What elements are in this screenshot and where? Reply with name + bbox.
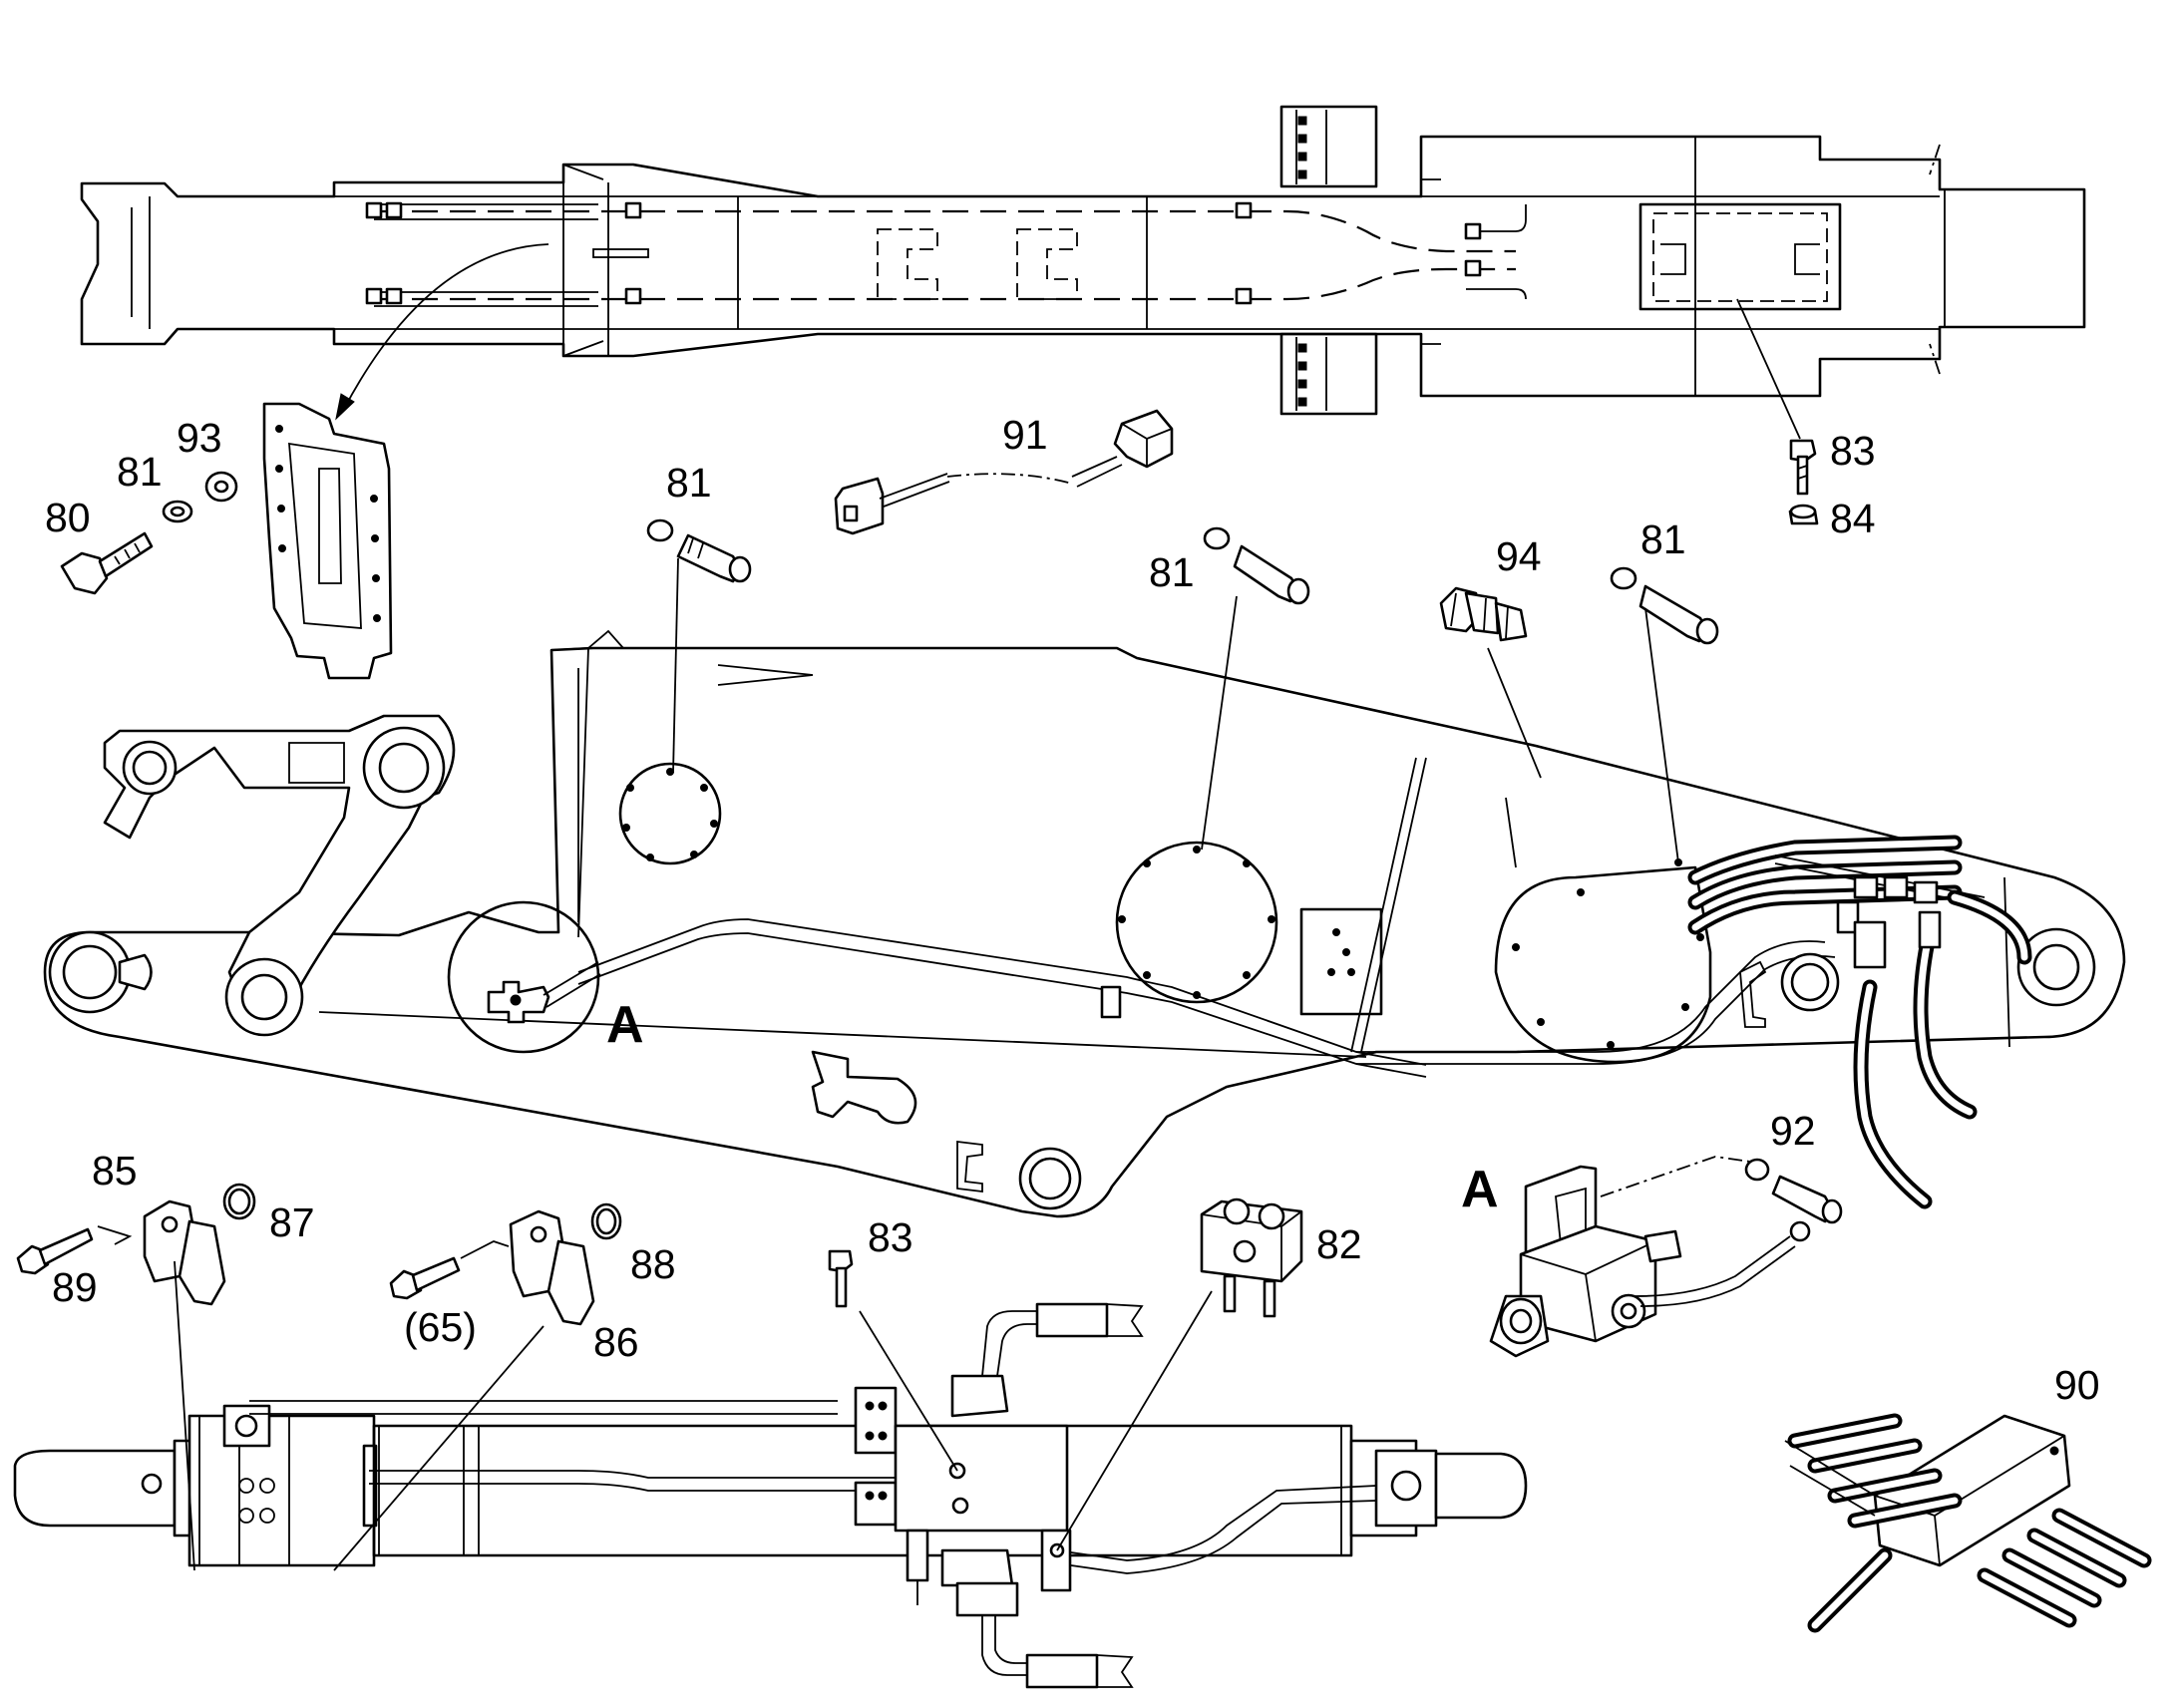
detail-marker-a-view: A [1461, 1161, 1499, 1218]
callout-labels: 80 81 93 81 91 83 84 81 94 81 92 85 87 8… [45, 412, 2100, 1408]
bolt-80 [60, 531, 154, 595]
callout-89: 89 [52, 1264, 98, 1310]
callout-81-washer: 81 [117, 449, 163, 495]
callout-85: 85 [92, 1148, 138, 1194]
bolt-83-bottom [828, 1249, 854, 1308]
callout-82: 82 [1316, 1221, 1362, 1267]
callout-91: 91 [1002, 412, 1048, 458]
callout-88: 88 [630, 1241, 676, 1287]
flange-half-85 [143, 1199, 226, 1306]
detail-marker-a-boom: A [606, 996, 644, 1054]
fitting-94 [1439, 586, 1528, 642]
washer-93 [204, 471, 238, 503]
callout-81-cover-left: 81 [666, 460, 712, 506]
sensor-harness-91 [834, 409, 1174, 535]
bolt-81-left [646, 518, 752, 583]
o-ring-88 [590, 1202, 622, 1240]
callout-86: 86 [593, 1319, 639, 1365]
clamp-82 [1200, 1197, 1303, 1318]
callout-93: 93 [177, 415, 222, 461]
bolt-83-top [1789, 439, 1817, 496]
detail-a-valve [1489, 1156, 1811, 1358]
callout-90: 90 [2054, 1362, 2100, 1408]
callout-80: 80 [45, 495, 91, 540]
bolt-89 [16, 1227, 94, 1275]
nut-84 [1788, 504, 1819, 525]
callout-65: (65) [404, 1304, 477, 1350]
callout-83-bottom: 83 [868, 1214, 913, 1260]
cylinder-assembly [13, 1302, 1528, 1689]
callout-83-top: 83 [1830, 428, 1876, 474]
callout-84: 84 [1830, 496, 1876, 541]
boom-top-view [80, 105, 2086, 440]
boom-side-view [43, 629, 2126, 1218]
bolt-65 [389, 1256, 461, 1300]
part-plate-exploded [262, 402, 393, 680]
o-ring-87 [222, 1183, 256, 1220]
callout-81-cover-right: 81 [1640, 516, 1686, 562]
callout-92: 92 [1770, 1108, 1816, 1154]
bolt-81-center [1203, 526, 1310, 605]
washer-81-small [162, 500, 193, 523]
callout-81-cover-center: 81 [1149, 549, 1195, 595]
callout-94: 94 [1496, 533, 1542, 579]
bolt-81-right [1610, 566, 1719, 645]
bolt-92 [1744, 1158, 1843, 1224]
flange-half-86 [509, 1209, 595, 1326]
callout-87: 87 [269, 1199, 315, 1245]
valve-block-90 [1784, 1413, 2152, 1633]
